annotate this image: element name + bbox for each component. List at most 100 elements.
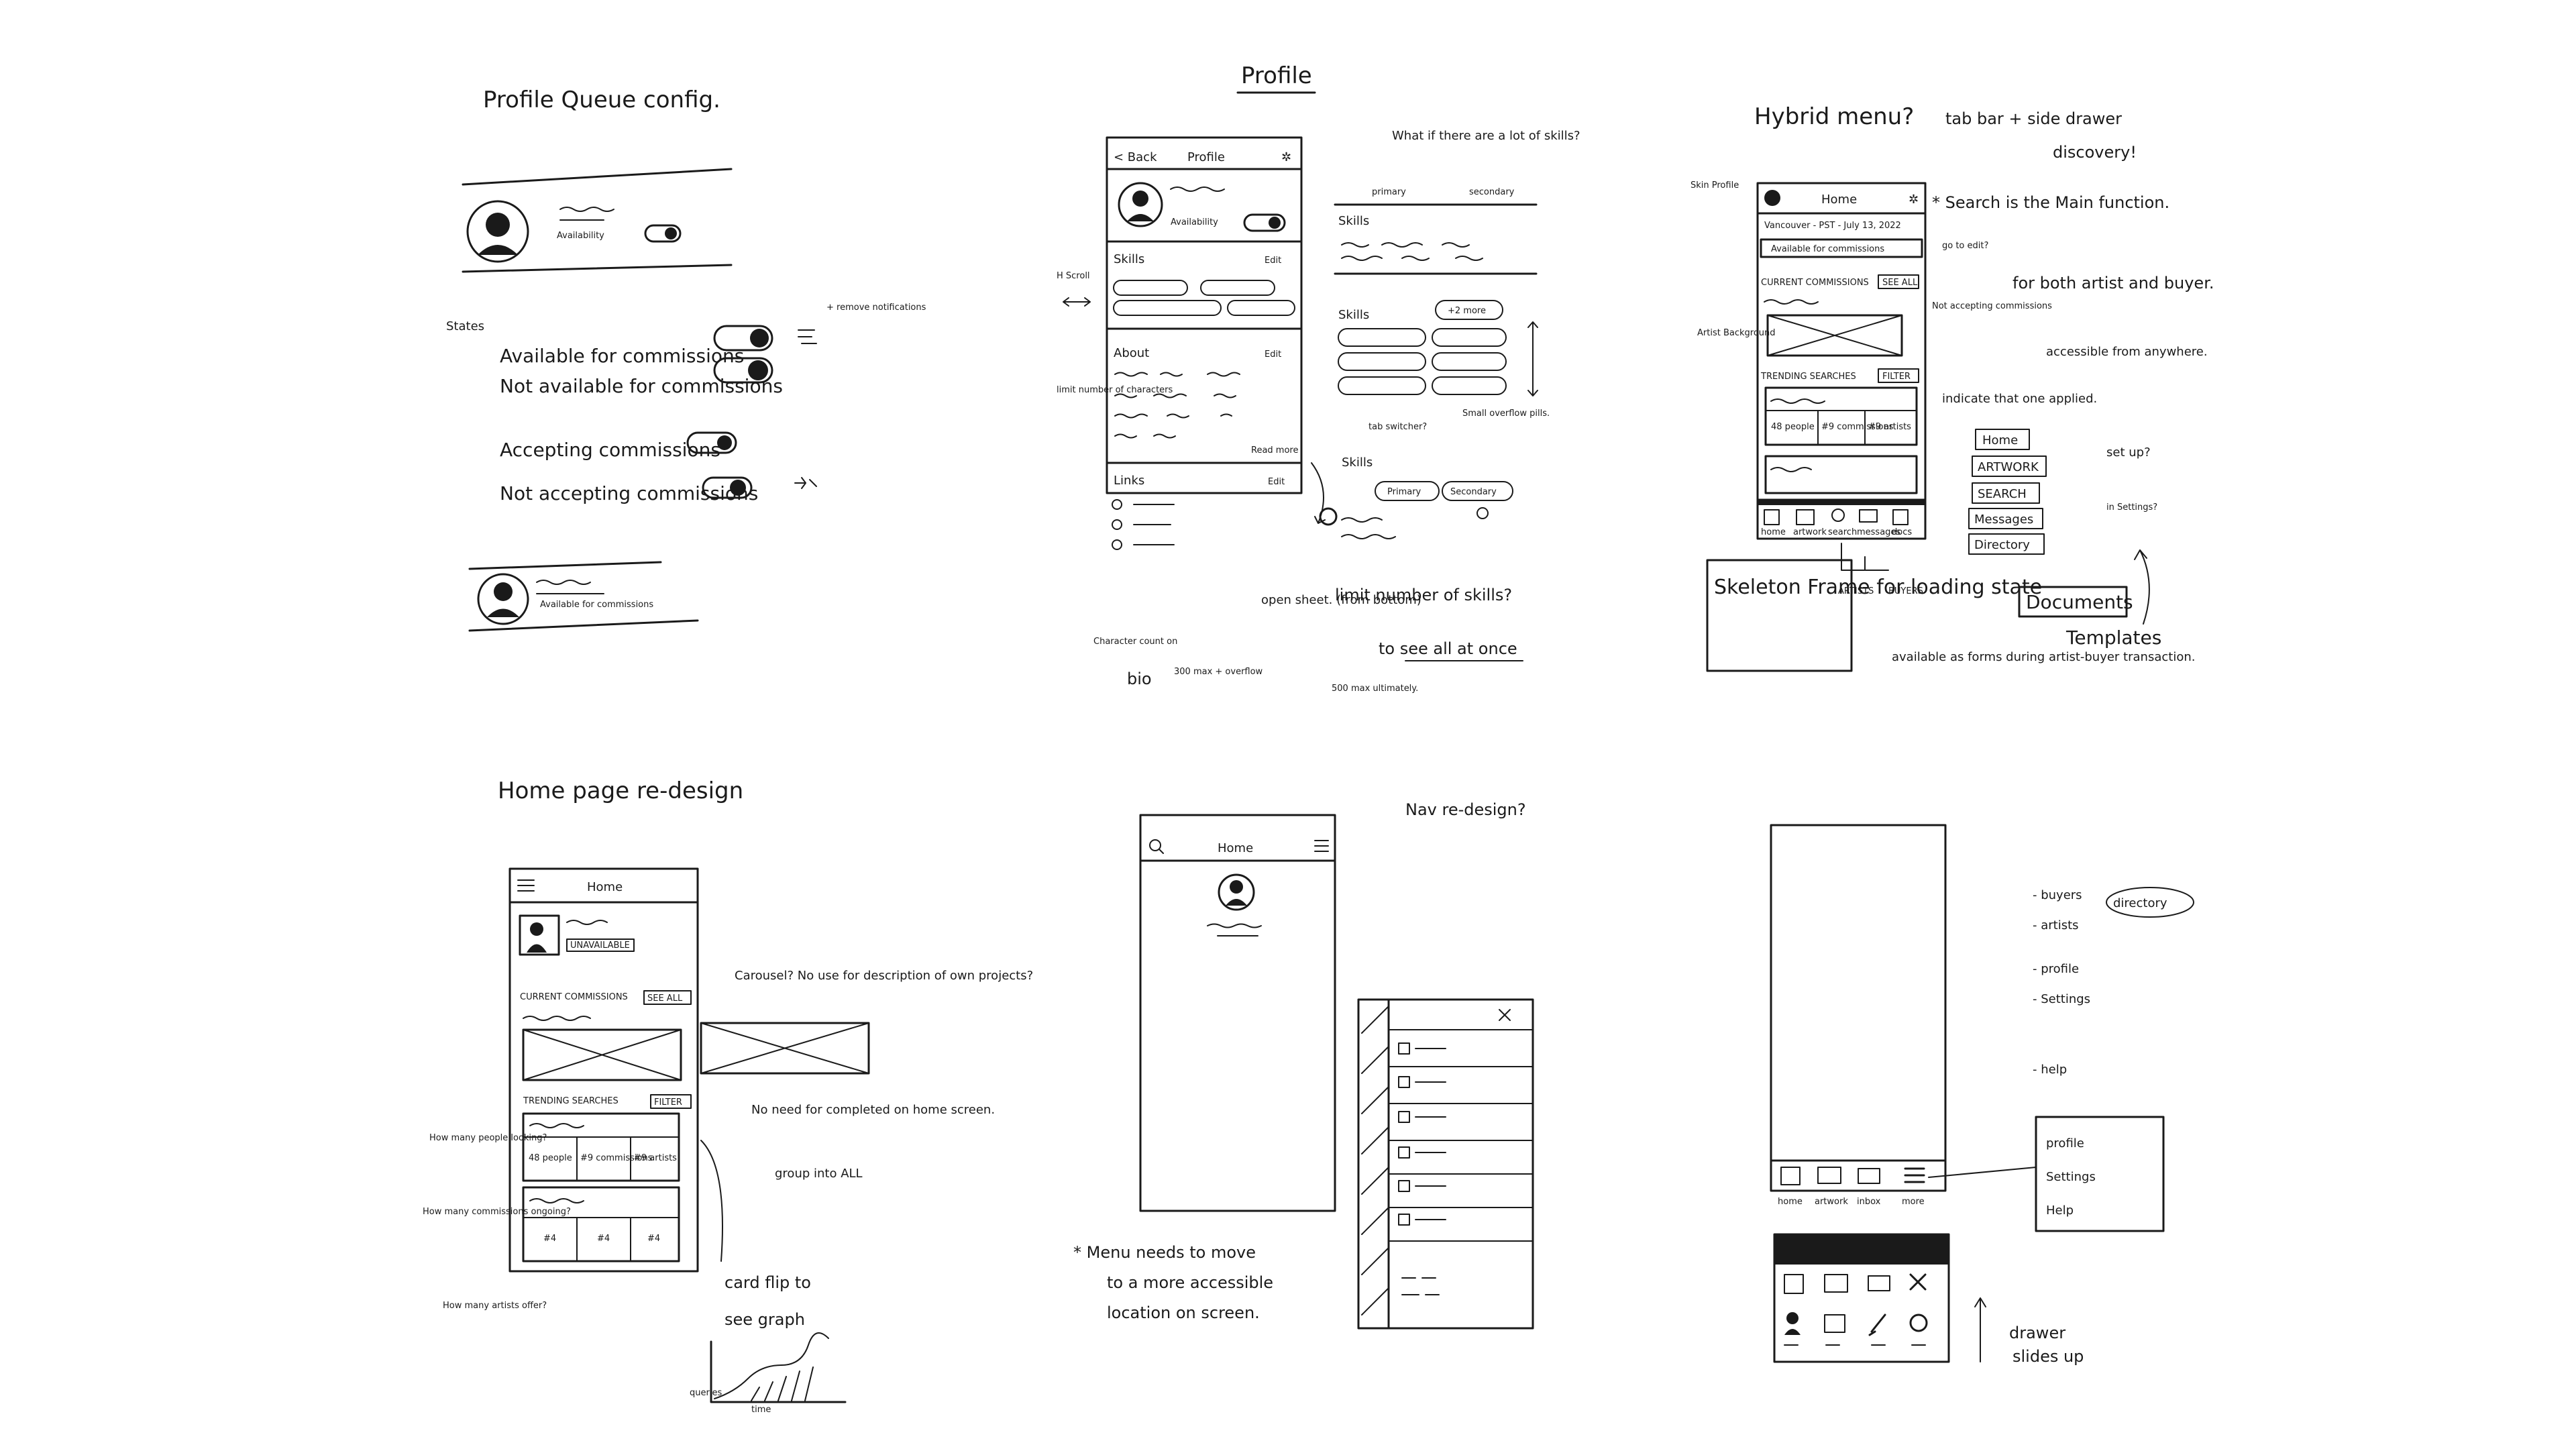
note-small-overflow: Small overflow pills.: [1462, 409, 1550, 419]
sketch2-settings-icon[interactable]: ✲: [1281, 150, 1291, 164]
drawer-item-2-checkbox[interactable]: [1398, 1076, 1410, 1088]
state-not-available-toggle[interactable]: [713, 357, 773, 384]
drawer-directory-icon[interactable]: [1824, 1314, 1845, 1333]
sketch6-more-icon[interactable]: [1904, 1167, 1925, 1183]
sketch2-phone-title: Profile: [1187, 150, 1225, 164]
sketch4-avatar: [519, 914, 560, 956]
sketch4-see-all[interactable]: SEE ALL: [647, 994, 683, 1004]
state-not-accepting: Not accepting commissions: [500, 482, 758, 504]
sketch1-card-status: Available for commissions: [540, 600, 653, 610]
sketch5-menu-icon[interactable]: [1314, 840, 1329, 852]
tab-messages-icon[interactable]: [1859, 509, 1878, 523]
note-many-skills: What if there are a lot of skills?: [1392, 129, 1580, 143]
state-accepting-toggle[interactable]: [686, 431, 737, 454]
sketch4-trending: TRENDING SEARCHES: [523, 1096, 619, 1106]
drawer-directory[interactable]: Directory: [1974, 538, 2030, 552]
drawer-item-5-checkbox[interactable]: [1398, 1180, 1410, 1192]
sketch2-availability-toggle[interactable]: [1243, 213, 1286, 232]
drawer-home[interactable]: Home: [1982, 433, 2018, 447]
note-discovery: discovery!: [2053, 143, 2137, 162]
drawer-search[interactable]: SEARCH: [1978, 487, 2027, 501]
sketch4-filter[interactable]: FILTER: [654, 1097, 682, 1108]
sketch5-close-icon[interactable]: [1499, 1009, 1511, 1021]
drawer-profile-icon[interactable]: [1786, 1312, 1799, 1324]
drawer-messages[interactable]: Messages: [1974, 513, 2033, 527]
panel-help[interactable]: Help: [2046, 1203, 2074, 1218]
drawer-item-6-checkbox[interactable]: [1398, 1214, 1410, 1226]
state-not-accepting-toggle[interactable]: [702, 476, 753, 499]
state-available-toggle[interactable]: [713, 325, 773, 352]
drawer-inbox-icon[interactable]: [1868, 1275, 1890, 1291]
sketch-profile: Profile < Back Profile ✲ Availability Sk…: [1057, 62, 1580, 694]
sketch1-toggle[interactable]: [644, 224, 682, 243]
sketch2-phone-frame: [1106, 136, 1303, 494]
note-documents: Documents: [2026, 591, 2133, 613]
sketch4-commission-card[interactable]: [522, 1028, 682, 1081]
note-drawer: drawer: [2009, 1324, 2065, 1342]
graph-axis-x: time: [751, 1405, 771, 1415]
drawer-item-3-checkbox[interactable]: [1398, 1111, 1410, 1123]
sketch5-search-icon[interactable]: [1149, 839, 1161, 851]
tab-search-label: search: [1828, 527, 1857, 537]
sketch6-artwork-icon[interactable]: [1817, 1167, 1841, 1184]
sketch4-hamburger-icon[interactable]: [517, 879, 535, 892]
sketch2-links-edit[interactable]: Edit: [1268, 477, 1285, 487]
note-search-main: * Search is the Main function.: [1932, 193, 2169, 212]
note-templates: Templates: [2065, 627, 2161, 649]
note-skin-profile: Skin Profile: [1690, 180, 1739, 191]
skills-more-label: +2 more: [1448, 306, 1486, 316]
tab-secondary[interactable]: [1442, 481, 1513, 501]
sketch3-see-all[interactable]: SEE ALL: [1882, 278, 1918, 288]
drawer-edit-icon[interactable]: [1868, 1313, 1886, 1336]
sketch2-skills-edit[interactable]: Edit: [1265, 256, 1281, 266]
sketch6-home-icon[interactable]: [1780, 1167, 1801, 1185]
drawer-close-icon[interactable]: [1909, 1273, 1927, 1291]
drawer-artwork-icon[interactable]: [1824, 1274, 1848, 1293]
sketch3-settings-icon[interactable]: ✲: [1909, 193, 1919, 207]
sketch2-read-more[interactable]: Read more: [1251, 445, 1298, 455]
sketch6-more-panel: [2035, 1116, 2165, 1232]
drawer-settings-icon[interactable]: [1909, 1313, 1928, 1332]
note-limit-characters: limit number of characters: [1057, 385, 1173, 395]
tab-primary-label: Primary: [1387, 487, 1421, 497]
sketch4-carousel-card[interactable]: [700, 1022, 870, 1075]
sketch3-avatar[interactable]: [1764, 190, 1780, 206]
note-open-sheet: open sheet. (from bottom): [1261, 593, 1421, 607]
note-skeleton: Skeleton Frame for loading state: [1714, 576, 2042, 599]
tab-artwork-icon[interactable]: [1796, 509, 1815, 525]
note-bio: bio: [1127, 669, 1152, 688]
panel-profile[interactable]: profile: [2046, 1136, 2084, 1150]
note-see-graph: see graph: [724, 1310, 805, 1329]
sketch3-stat-people: 48 people: [1771, 422, 1815, 432]
tab-home-icon[interactable]: [1764, 509, 1780, 525]
note-character-count: Character count on: [1093, 637, 1177, 647]
note-carousel: Carousel? No use for description of own …: [735, 969, 1033, 983]
sketch4-mini-graph: queries time: [690, 1332, 847, 1415]
sketch3-commission-card[interactable]: [1766, 314, 1903, 357]
tab-primary[interactable]: [1375, 481, 1440, 501]
sketch4-stat-artists: #9 artists: [634, 1153, 677, 1163]
tab-search-icon[interactable]: [1831, 508, 1845, 522]
tab-docs-label: docs: [1892, 527, 1912, 537]
sketch1-availability-label: Availability: [557, 231, 604, 241]
sketch2-about-edit[interactable]: Edit: [1265, 350, 1281, 360]
sketch5-drawer: [1357, 998, 1534, 1330]
sketch4-badge: UNAVAILABLE: [570, 941, 630, 951]
sketch6-inbox-icon[interactable]: [1858, 1168, 1880, 1184]
tab-docs-icon[interactable]: [1892, 509, 1909, 525]
sketch-nav-redesign: Nav re-design? Home * Menu needs to move: [1073, 800, 1534, 1330]
note-accessible: accessible from anywhere.: [2046, 345, 2208, 359]
sketch1-states-label: States: [446, 319, 484, 333]
drawer-artwork[interactable]: ARTWORK: [1978, 460, 2039, 474]
sketch4-title: Home page re-design: [498, 777, 743, 804]
panel-settings[interactable]: Settings: [2046, 1170, 2096, 1184]
sketch3-filter[interactable]: FILTER: [1882, 372, 1911, 382]
sketch2-back-button[interactable]: < Back: [1114, 150, 1157, 164]
drawer-item-4-checkbox[interactable]: [1398, 1146, 1410, 1159]
sketch3-available-banner[interactable]: [1760, 238, 1923, 258]
note-artists-offer: How many artists offer?: [443, 1301, 547, 1311]
drawer-item-1-checkbox[interactable]: [1398, 1042, 1410, 1055]
drawer-home-icon[interactable]: [1784, 1274, 1804, 1294]
skills-more-pill[interactable]: [1435, 300, 1503, 320]
sketch4-stat6: #4: [647, 1234, 660, 1244]
